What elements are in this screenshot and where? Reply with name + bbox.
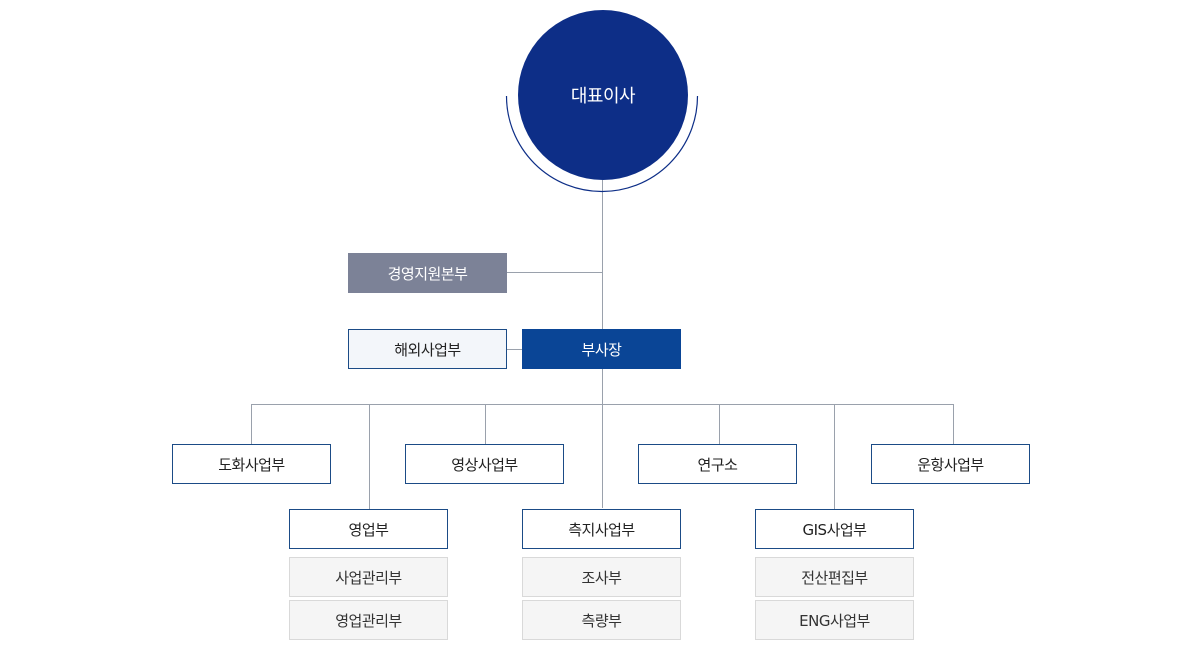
- connector-drop-lab: [719, 404, 720, 444]
- division-label: 도화사업부: [218, 455, 285, 474]
- connector-drop-operation: [953, 404, 954, 444]
- division-label: 측지사업부: [568, 520, 635, 539]
- division-node: 도화사업부: [172, 444, 331, 484]
- vice-president-label: 부사장: [581, 340, 622, 359]
- sub-department-node: 사업관리부: [289, 557, 448, 597]
- division-node: 연구소: [638, 444, 797, 484]
- overseas-business-node: 해외사업부: [348, 329, 507, 369]
- connector-drop-sales: [369, 404, 370, 509]
- connector-drop-painting: [251, 404, 252, 444]
- sub-department-label: 전산편집부: [801, 568, 868, 587]
- sub-department-label: 조사부: [581, 568, 622, 587]
- sub-department-label: 사업관리부: [335, 568, 402, 587]
- sub-department-label: 영업관리부: [335, 611, 402, 630]
- connector-horizontal-bus: [251, 404, 954, 405]
- connector-management-support: [507, 272, 602, 273]
- sub-department-label: 측량부: [581, 611, 622, 630]
- overseas-business-label: 해외사업부: [394, 340, 461, 359]
- sub-department-node: 측량부: [522, 600, 681, 640]
- vice-president-node: 부사장: [522, 329, 681, 369]
- division-label: GIS사업부: [802, 520, 867, 539]
- ceo-ring: [505, 95, 699, 193]
- connector-drop-imaging: [485, 404, 486, 444]
- management-support-label: 경영지원본부: [387, 264, 468, 283]
- ceo-node: 대표이사: [518, 10, 688, 180]
- sub-department-node: 영업관리부: [289, 600, 448, 640]
- division-label: 연구소: [697, 455, 738, 474]
- division-node: 운항사업부: [871, 444, 1030, 484]
- sub-department-label: ENG사업부: [799, 611, 870, 630]
- connector-overseas: [507, 349, 522, 350]
- ceo-label: 대표이사: [570, 86, 636, 107]
- division-label: 영상사업부: [451, 455, 518, 474]
- sub-department-node: 전산편집부: [755, 557, 914, 597]
- sub-department-node: 조사부: [522, 557, 681, 597]
- division-label: 운항사업부: [917, 455, 984, 474]
- management-support-node: 경영지원본부: [348, 253, 507, 293]
- connector-drop-gis: [834, 404, 835, 509]
- division-node: 영업부: [289, 509, 448, 549]
- sub-department-node: ENG사업부: [755, 600, 914, 640]
- division-node: 영상사업부: [405, 444, 564, 484]
- division-node: 측지사업부: [522, 509, 681, 549]
- division-label: 영업부: [348, 520, 389, 539]
- division-node: GIS사업부: [755, 509, 914, 549]
